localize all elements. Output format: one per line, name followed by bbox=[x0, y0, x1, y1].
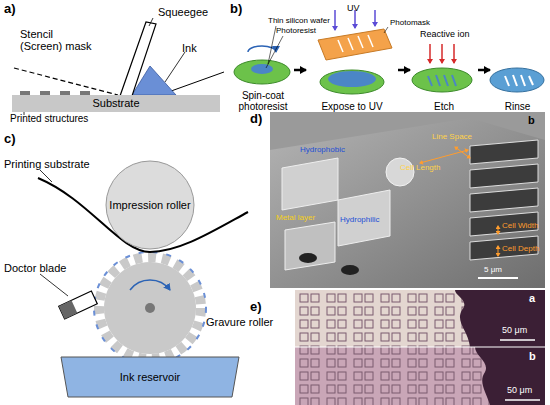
impression-roller: Impression roller bbox=[105, 160, 195, 250]
panel-label: a) bbox=[4, 2, 16, 16]
dimension-label: Cell Depth bbox=[502, 245, 539, 254]
part-label: Thin silicon wafer bbox=[268, 17, 330, 26]
process-step: Expose to UV bbox=[306, 28, 398, 112]
scale-bar-label: 50 μm bbox=[507, 386, 532, 396]
scale-bar-label: 5 μm bbox=[484, 266, 502, 275]
dimension-label: Cell Width bbox=[502, 222, 538, 231]
photolithography bbox=[234, 10, 544, 94]
part-label: Gravure roller bbox=[206, 316, 273, 328]
part-label: Printed structures bbox=[10, 113, 88, 124]
surface-label: Metal layer bbox=[276, 214, 315, 223]
part-label: UV bbox=[347, 4, 360, 14]
panel-label: b) bbox=[230, 2, 242, 16]
part-label: Stencil (Screen) mask bbox=[20, 28, 98, 52]
node-text: Etch bbox=[410, 101, 478, 112]
node-text: Impression roller bbox=[109, 199, 190, 211]
panel-label: d) bbox=[250, 112, 262, 126]
node-text: Spin-coat photoresist bbox=[232, 90, 294, 112]
node-text: Expose to UV bbox=[306, 101, 398, 112]
gravure-printing bbox=[38, 170, 248, 364]
dimension-label: Cell Length bbox=[400, 164, 440, 173]
process-arrow bbox=[294, 69, 306, 72]
node-text: Rinse bbox=[490, 101, 545, 112]
part-label: Squeegee bbox=[158, 6, 208, 18]
node-text: Ink reservoir bbox=[120, 371, 181, 383]
panel-label: c) bbox=[4, 132, 16, 146]
part-label: Photoresist bbox=[276, 27, 316, 36]
part-label: Printing substrate bbox=[4, 158, 90, 170]
surface-label: Hydrophobic bbox=[300, 146, 345, 155]
process-arrow bbox=[398, 69, 410, 72]
part-label: Reactive ion bbox=[420, 30, 470, 40]
surface-label: Hydrophilic bbox=[340, 216, 380, 225]
panel-label: e) bbox=[250, 300, 262, 314]
node-text: Substrate bbox=[92, 97, 139, 109]
part-label: Doctor blade bbox=[4, 262, 66, 274]
micrograph bbox=[295, 290, 545, 405]
scale-bar-label: 50 μm bbox=[502, 326, 527, 336]
subfigure-letter: b bbox=[528, 114, 535, 126]
shape-outline bbox=[106, 161, 194, 249]
subfigure-letter: b bbox=[529, 350, 536, 362]
substrate-bar: Substrate bbox=[12, 95, 220, 112]
part-label: Photomask bbox=[390, 19, 430, 28]
shape-outline bbox=[61, 357, 239, 397]
cell-rendering bbox=[270, 112, 545, 288]
dimension-label: Line Space bbox=[432, 133, 472, 142]
subfigure-letter: a bbox=[529, 292, 535, 304]
part-label: Ink bbox=[182, 42, 197, 54]
process-step: Spin-coat photoresist bbox=[232, 28, 294, 112]
ink-reservoir: Ink reservoir bbox=[60, 356, 240, 398]
process-step: Etch bbox=[410, 28, 478, 112]
process-arrow bbox=[478, 69, 490, 72]
process-step: Rinse bbox=[490, 28, 545, 112]
